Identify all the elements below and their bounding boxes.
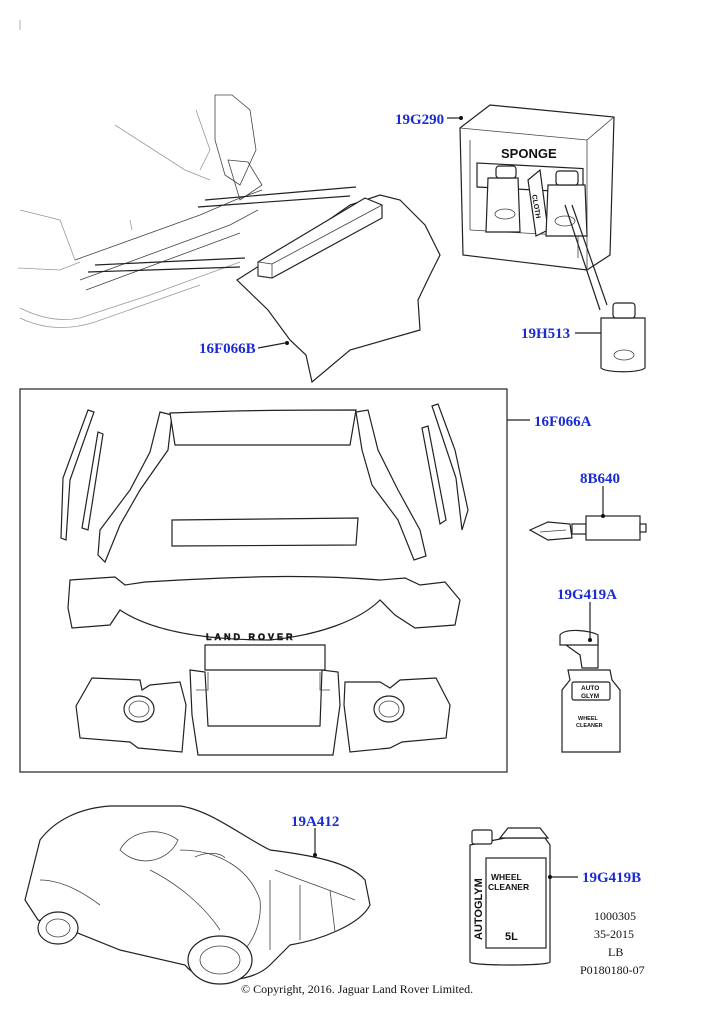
callout-19G290[interactable]: 19G290 — [395, 112, 444, 128]
volume-label: 5L — [505, 931, 518, 943]
reference-line-1: 1000305 — [594, 909, 636, 923]
callout-19G419B[interactable]: 19G419B — [582, 870, 641, 886]
land-rover-badge-icon — [613, 349, 635, 361]
callout-16F066A[interactable]: 16F066A — [534, 414, 592, 430]
polish-bottle — [564, 204, 646, 373]
film-applicator-tool — [528, 515, 647, 541]
callout-19G419A[interactable]: 19G419A — [557, 587, 617, 603]
glym-label: GLYM — [581, 693, 599, 700]
sponge-label: SPONGE — [501, 146, 557, 161]
callout-8B640[interactable]: 8B640 — [580, 471, 620, 487]
wheel-label: WHEEL — [578, 716, 599, 722]
rear-bumper-protection-film — [236, 194, 441, 384]
auto-label: AUTO — [581, 685, 599, 692]
rear-bumper-illustration — [17, 20, 357, 328]
callout-19H513[interactable]: 19H513 — [521, 326, 570, 342]
film-kit-frame — [19, 388, 508, 773]
cloth-label: CLOTH — [530, 194, 541, 219]
cleaning-kit-box: SPONGE CLOTH — [459, 104, 615, 271]
callout-19A412[interactable]: 19A412 — [291, 814, 339, 830]
copyright-notice: © Copyright, 2016. Jaguar Land Rover Lim… — [241, 982, 473, 996]
wheel-cleaner-spray-bottle: AUTO GLYM WHEEL CLEANER — [559, 629, 621, 753]
canister-cleaner-label: CLEANER — [488, 882, 529, 892]
reference-line-2: 35-2015 — [594, 927, 634, 941]
callout-16F066B[interactable]: 16F066B — [199, 341, 256, 357]
land-rover-lettering: LAND ROVER — [206, 632, 296, 642]
wheel-cleaner-5l-canister: WHEEL CLEANER 5L AUTOGLYM — [469, 827, 551, 966]
cleaner-label: CLEANER — [576, 723, 603, 729]
canister-wheel-label: WHEEL — [491, 872, 522, 882]
land-rover-badge-icon — [554, 215, 576, 227]
car-cover — [24, 805, 371, 985]
land-rover-badge-icon — [494, 208, 516, 220]
reference-line-4: P0180180-07 — [580, 963, 645, 977]
autoglym-label: AUTOGLYM — [473, 878, 485, 940]
body-protection-film-set: LAND ROVER — [60, 403, 469, 756]
reference-line-3: LB — [608, 945, 623, 959]
